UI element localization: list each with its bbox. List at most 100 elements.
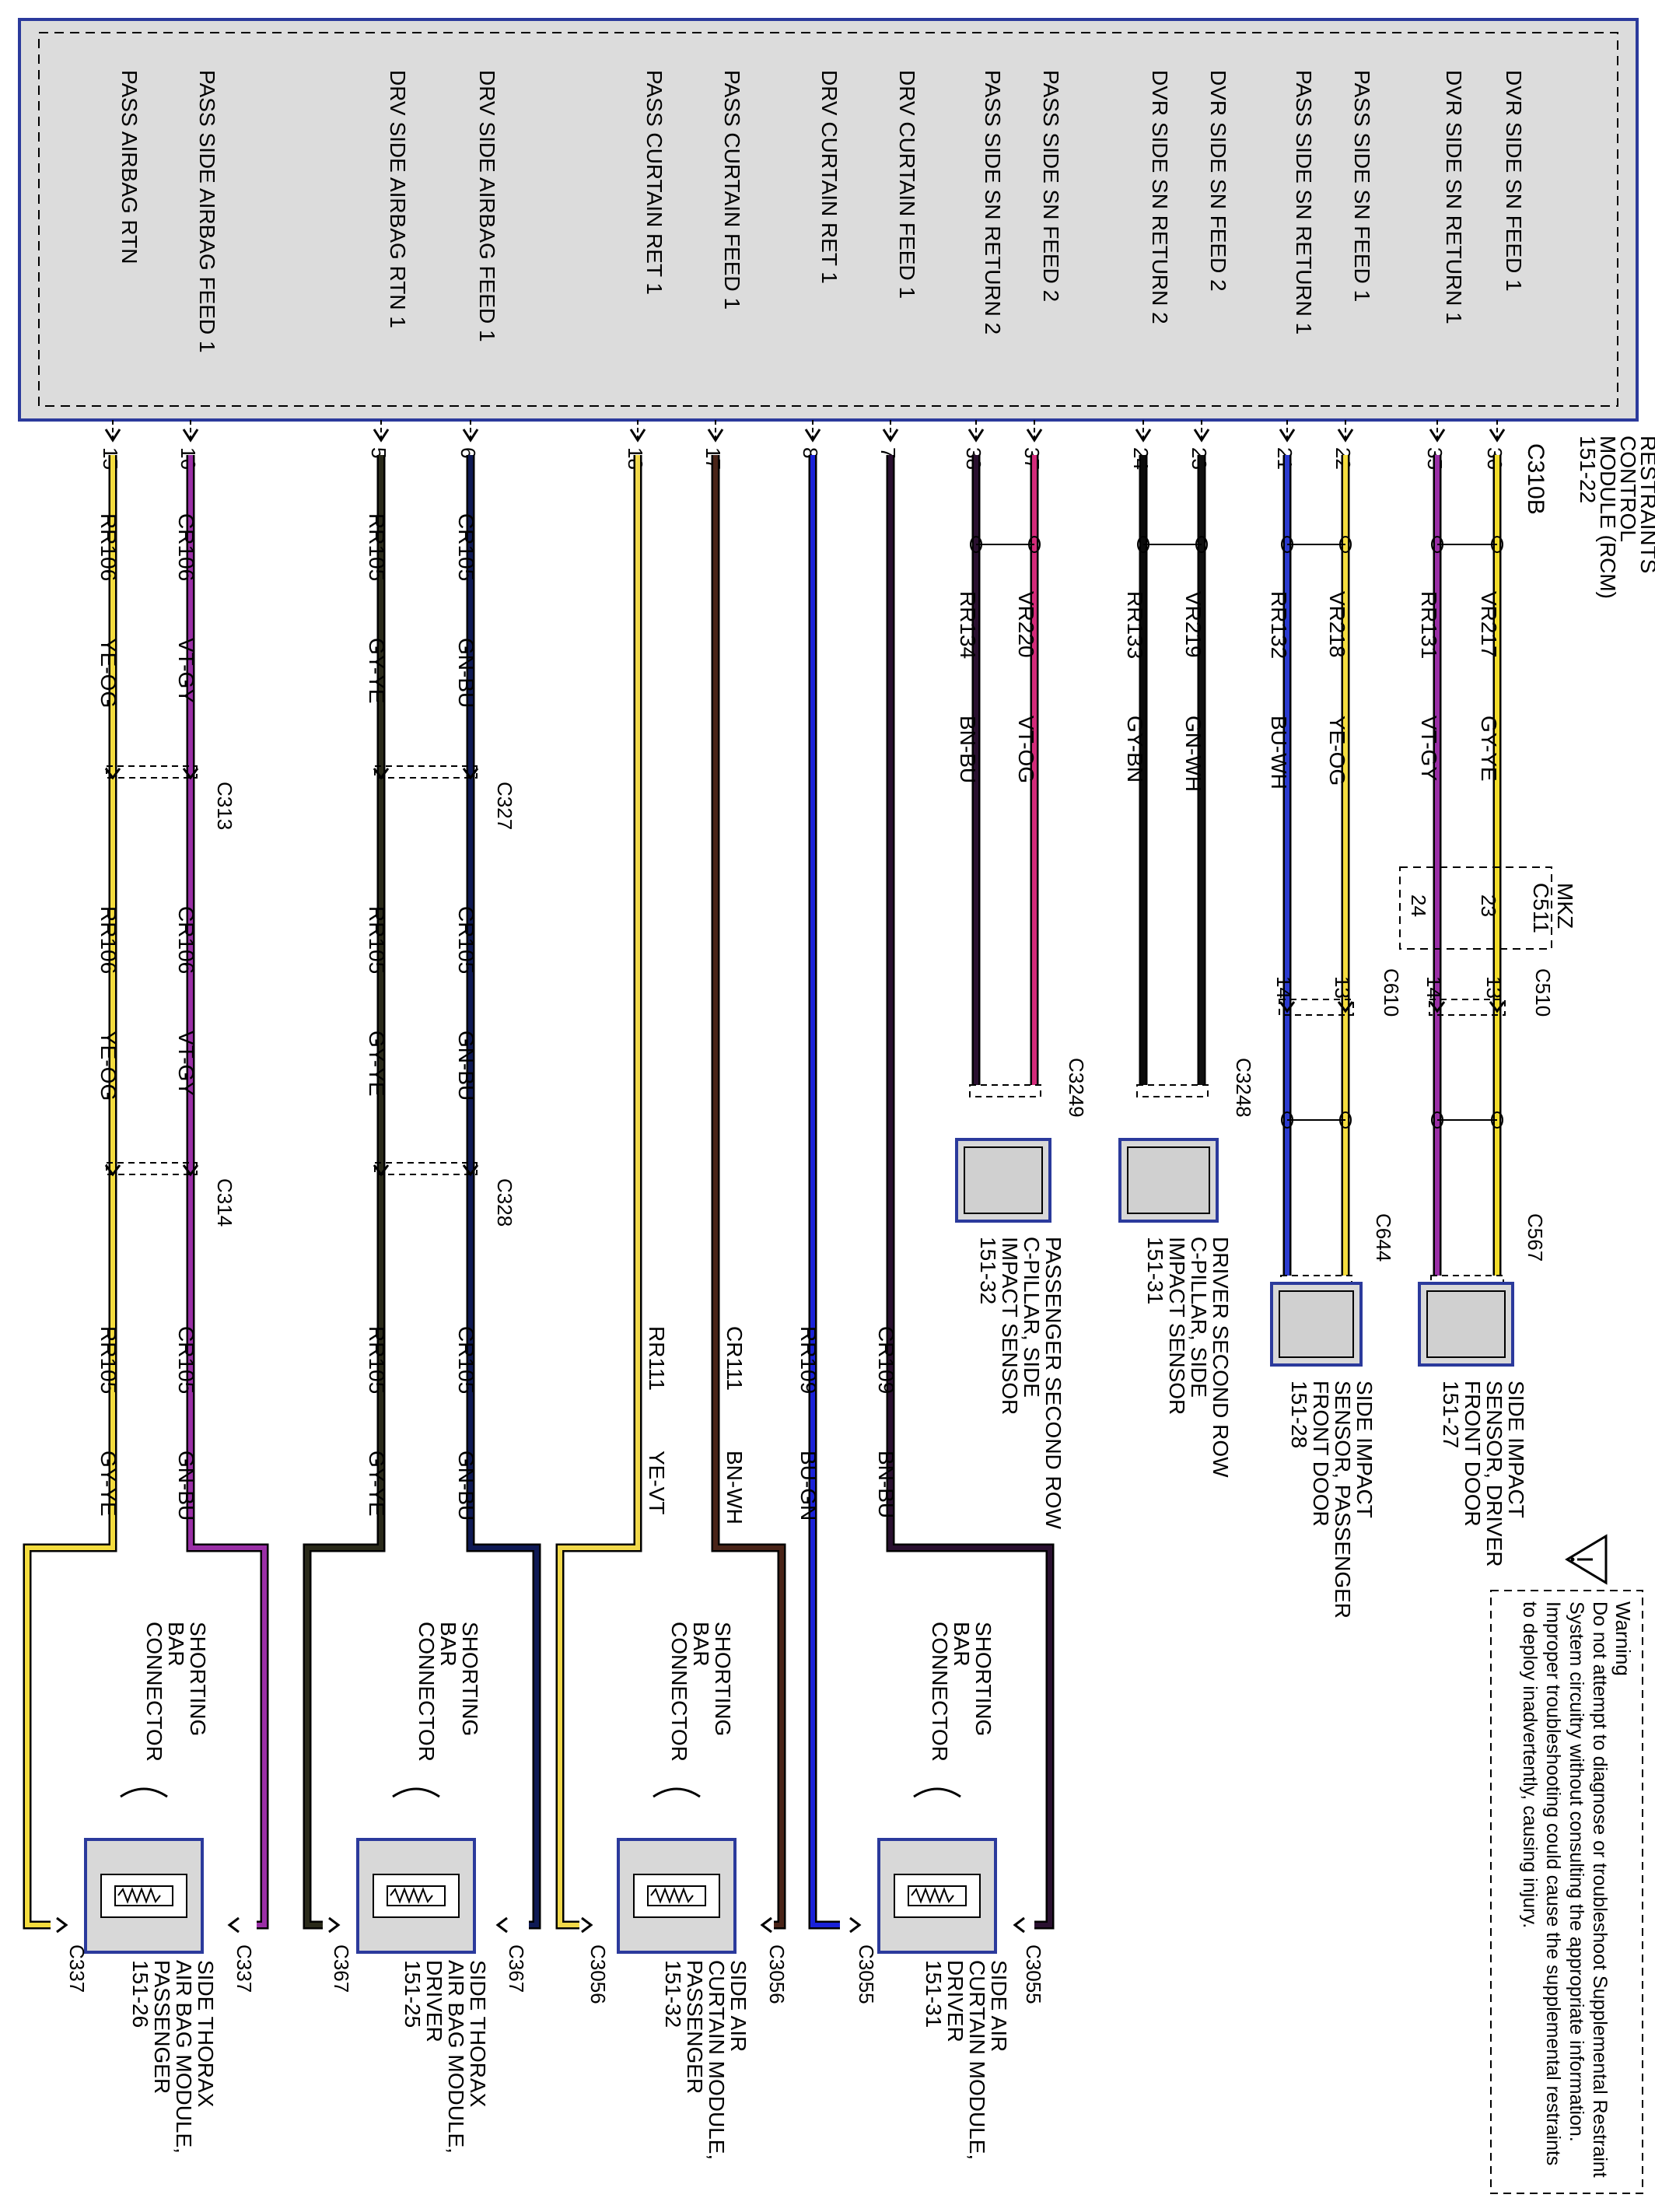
sensor-0-line-3: FRONT DOOR [1461, 1381, 1485, 1527]
airbag-module-3-line-2: AIR BAG MODULE, [172, 1960, 196, 2154]
c610-label: C610 [1380, 968, 1403, 1017]
wire-color-sensor-1: VT-GY [1417, 716, 1441, 781]
rcm-signal-label: DRV CURTAIN FEED 1 [895, 70, 919, 299]
twist-loop [1491, 536, 1503, 553]
shorting-bar-1-line-2: BAR [689, 1622, 713, 1667]
connector-arrow [760, 1916, 772, 1934]
connector-arrow [328, 1916, 341, 1934]
connector-arrow [1489, 1001, 1506, 1013]
shorting-bar-2-line-1: SHORTING [458, 1622, 482, 1736]
warning-box [1490, 1590, 1643, 2194]
rcm-signal-label: DVR SIDE SN RETURN 2 [1148, 70, 1172, 324]
wire-circuit-cr105-c: CR105 [454, 1326, 478, 1394]
c313-label: C313 [213, 782, 236, 830]
airbag-module-2-line-4: 151-25 [401, 1960, 425, 2028]
squib-resistor-icon [114, 1885, 173, 1906]
twist-loop [1431, 536, 1443, 553]
connector-arrow [182, 768, 199, 780]
pin-13: 13 [1482, 976, 1506, 999]
wire-circuit-sensor-2: VR218 [1325, 591, 1349, 658]
shorting-bar-3-line-2: BAR [164, 1622, 188, 1667]
wire-circuit-sensor-1: RR131 [1417, 591, 1441, 659]
wire-color-cr111: BN-WH [723, 1451, 747, 1524]
wire-circuit-cr105-d: CR105 [174, 1326, 198, 1394]
c511-box [1399, 866, 1552, 950]
c511-pin-24: 24 [1407, 894, 1430, 917]
shorting-bar-icon [653, 1787, 701, 1798]
twist-markers [970, 536, 1503, 1129]
wire-circuit-sensor-6: VR220 [1014, 591, 1038, 658]
wire-circuit-rr105-a: RR105 [365, 513, 389, 581]
twist-loop [1137, 536, 1149, 553]
shorting-bar-icon [913, 1787, 961, 1798]
c328-label: C328 [493, 1178, 516, 1227]
wire-rr109 [810, 455, 840, 1927]
rcm-signal-label: DVR SIDE SN FEED 1 [1502, 70, 1526, 292]
rcm-signal-label: DRV SIDE AIRBAG RTN 1 [386, 70, 410, 328]
connector-arrow [227, 1916, 240, 1934]
rcm-name-line-1: RESTRAINTS [1636, 436, 1655, 573]
airbag-module-1-line-3: PASSENGER [683, 1960, 707, 2094]
airbag-module-2-line-3: DRIVER [422, 1960, 446, 2042]
rcm-signal-label: PASS CURTAIN FEED 1 [720, 70, 744, 310]
twist-loop [1195, 536, 1208, 553]
c567-label: C567 [1524, 1213, 1547, 1262]
connector-arrow [462, 768, 479, 780]
c314-box [106, 1162, 198, 1175]
connector-arrow [462, 1164, 479, 1177]
rcm-connector-label: C310B [1523, 443, 1548, 515]
airbag-module-3-line-1: SIDE THORAX [194, 1960, 218, 2108]
wire-cr106 [188, 455, 267, 1927]
c644-label: C644 [1372, 1213, 1395, 1262]
wire-circuit-sensor-7: RR134 [956, 591, 980, 659]
wire-cr105 [468, 455, 539, 1927]
airbag-module-1-line-2: CURTAIN MODULE, [705, 1960, 729, 2160]
airbag-module-3-line-4: 151-26 [128, 1960, 152, 2028]
wire-color-cr105-d: GN-BU [174, 1451, 198, 1521]
connector-arrow [373, 768, 390, 780]
wire-color-sensor-4: GN-WH [1181, 716, 1205, 792]
mkz-label: MKZ [1553, 883, 1577, 929]
warning-text-block: Warning Do not attempt to diagnose or tr… [1491, 1591, 1643, 2193]
wire-circuit-rr111: RR111 [645, 1326, 669, 1391]
c644-box [1280, 1275, 1352, 1288]
wire-color-cr106-b: VT-GY [174, 1031, 198, 1096]
rcm-name-line-2: CONTROL [1616, 436, 1640, 542]
connector-arrow [1013, 1916, 1025, 1934]
wire-labels: VR217GY-YERR131VT-GYVR218YE-OGRR132BU-WH… [96, 513, 1501, 1524]
squib-resistor-icon [647, 1885, 706, 1906]
sensor-2-line-2: C-PILLAR, SIDE [1187, 1237, 1211, 1398]
shorting-bar-1-line-1: SHORTING [711, 1622, 735, 1736]
c510-box [1429, 999, 1506, 1016]
rcm-signal-label: DVR SIDE SN FEED 2 [1206, 70, 1230, 292]
connector-arrow [581, 1916, 593, 1934]
wire-color-sensor-7: BN-BU [956, 716, 980, 783]
rcm-signal-label: PASS SIDE SN FEED 1 [1350, 70, 1374, 302]
warning-title: Warning [1611, 1601, 1635, 1676]
twist-loop [1028, 536, 1041, 553]
wire-circuit-rr105-b: RR105 [365, 906, 389, 974]
airbag-module-0-line-1: SIDE AIR [987, 1960, 1011, 2052]
squib-zigzag [650, 1887, 694, 1904]
rcm-signal-label: PASS SIDE SN RETURN 1 [1292, 70, 1316, 334]
sensor-1-line-3: FRONT DOOR [1309, 1381, 1333, 1527]
c337-label: C337 [65, 1944, 89, 1993]
twist-loop [1431, 1111, 1443, 1129]
wire-color-rr111: YE-VT [645, 1451, 669, 1514]
sensor-0-line-4: 151-27 [1439, 1381, 1463, 1448]
connector-arrow [1429, 1001, 1446, 1013]
rcm-signal-label: PASS SIDE AIRBAG FEED 1 [195, 70, 219, 353]
wire-rr111 [558, 455, 640, 1927]
connector-arrow [1337, 1001, 1354, 1013]
airbag-module-2-line-2: AIR BAG MODULE, [444, 1960, 468, 2154]
shorting-bar-1-line-3: CONNECTOR [667, 1622, 691, 1762]
pin-14: 14 [1272, 976, 1296, 999]
wire-circuit-rr106-b: RR106 [96, 906, 121, 974]
wire-color-sensor-3: BU-WH [1267, 716, 1291, 789]
rcm-name-line-4: 151-22 [1576, 436, 1600, 503]
wire-color-rr105-d: GY-YE [96, 1451, 121, 1517]
sensor-0-line-2: SENSOR, DRIVER [1482, 1381, 1506, 1567]
c327-box [374, 765, 478, 779]
